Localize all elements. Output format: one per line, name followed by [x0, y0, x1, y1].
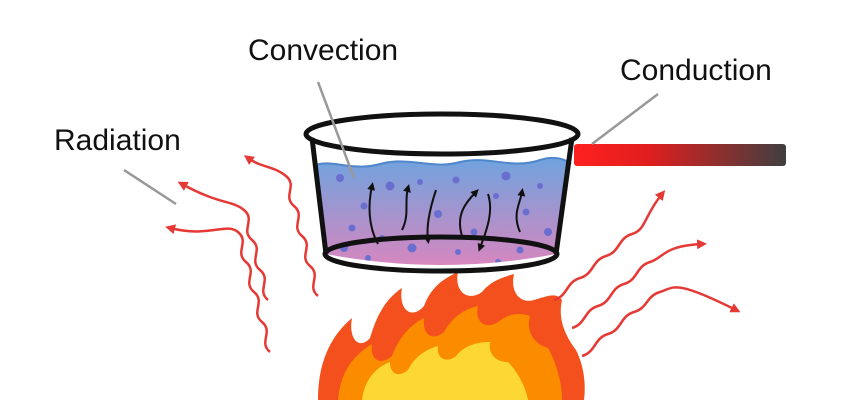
radiation-leader [123, 168, 177, 206]
radiation-wave-right-1 [553, 190, 666, 302]
radiation-wave-left-1 [165, 224, 271, 353]
radiation-wave-right-3 [581, 286, 741, 358]
flame-inner [362, 342, 528, 400]
convection-label: Convection [248, 34, 398, 67]
leader-lines [123, 81, 659, 206]
radiation-wave-left-3 [243, 155, 319, 297]
conduction-label: Conduction [620, 54, 772, 87]
pot-top-rim [303, 111, 581, 157]
wavy-arrow-icon [553, 190, 741, 358]
conduction-leader [591, 93, 659, 145]
convection-leader [316, 81, 356, 179]
water-surface [313, 156, 572, 168]
pot-bottom-rim [322, 234, 560, 274]
radiation-wave-right-2 [571, 239, 707, 330]
flame-icon [318, 272, 585, 400]
wavy-arrow-icon [165, 155, 319, 353]
pot-handle [574, 144, 786, 166]
radiation-label: Radiation [54, 124, 181, 157]
pot [303, 111, 581, 274]
radiation-wave-left-2 [177, 181, 269, 301]
pot-body-outline [309, 137, 575, 255]
